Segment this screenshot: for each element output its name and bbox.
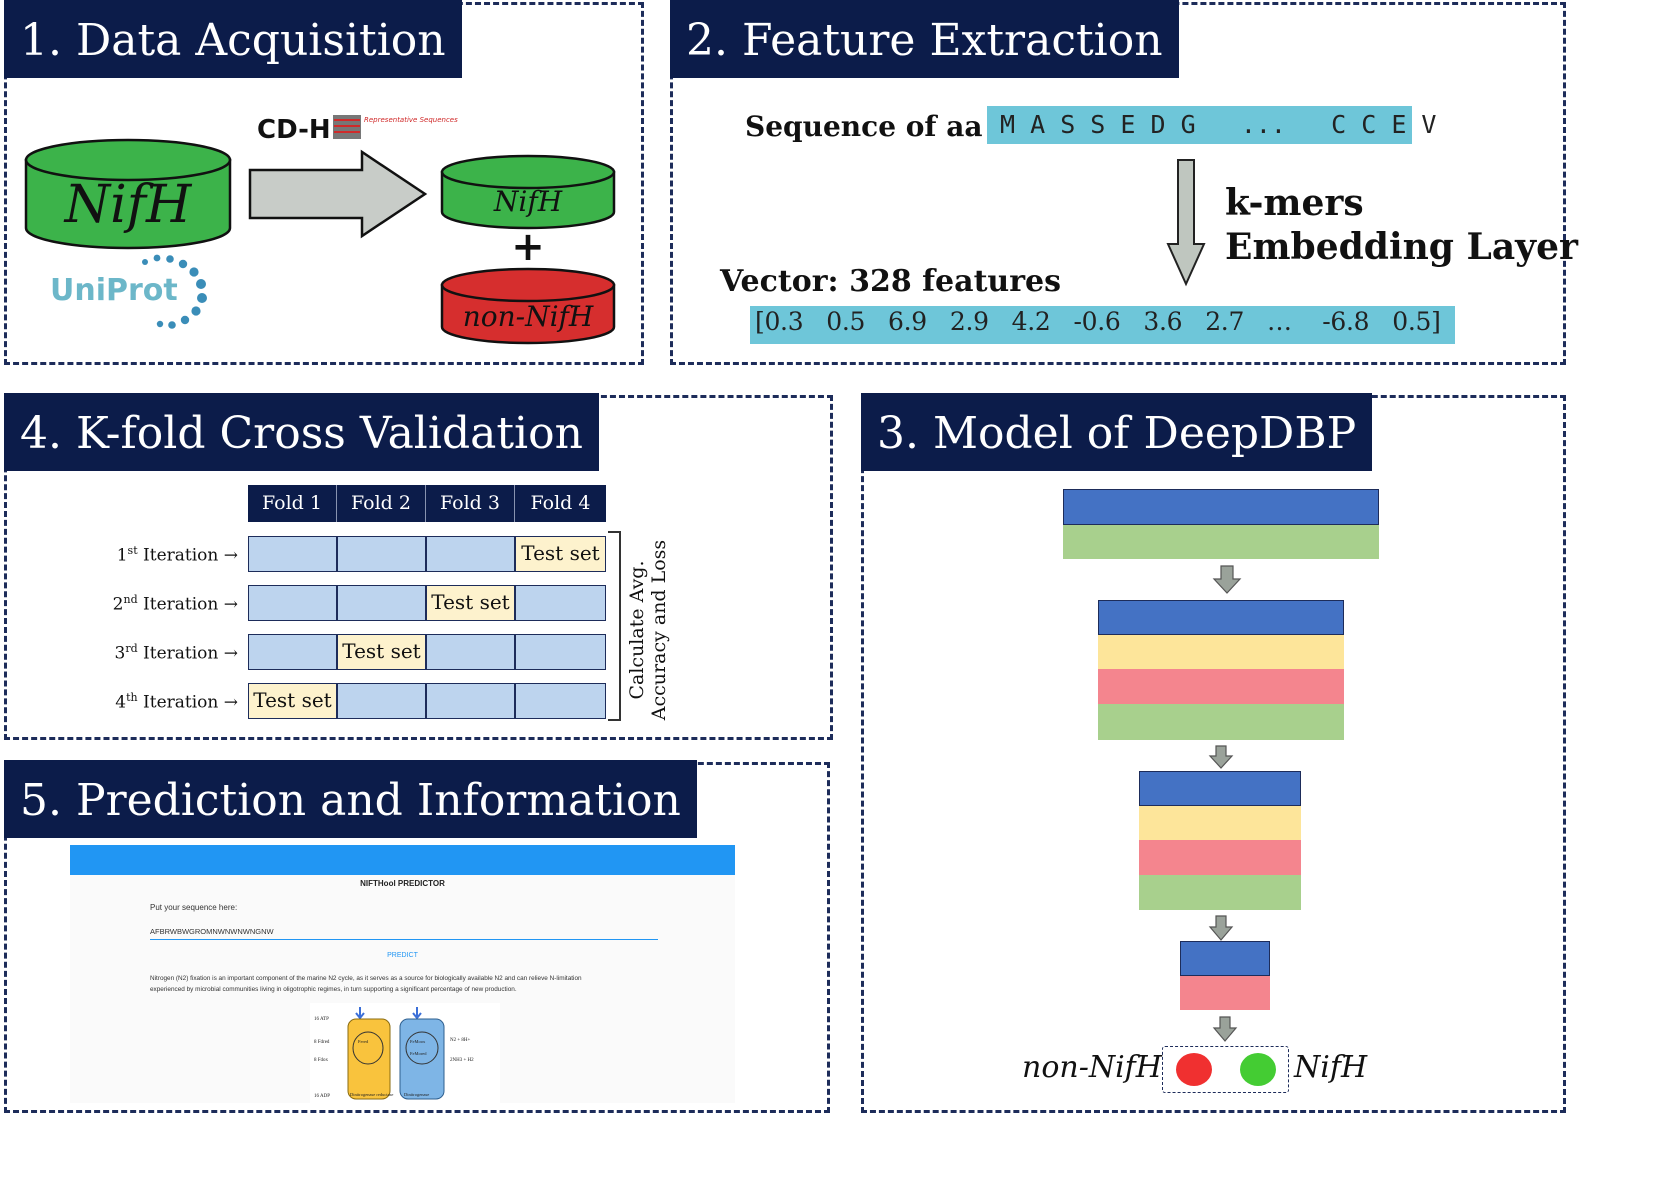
app-top-bar xyxy=(70,845,735,875)
panel-title-model: 3. Model of DeepDBP xyxy=(861,393,1373,471)
nifh-output-label: NifH xyxy=(493,185,563,218)
kfold-bracket xyxy=(608,531,621,721)
method-line-1: k-mers xyxy=(1225,182,1364,224)
test-set-cell: Test set xyxy=(515,536,606,572)
fig-mo-label: FeMoox xyxy=(410,1039,426,1044)
kfold-side-line-1: Calculate Avg. xyxy=(626,560,648,700)
model-output-box xyxy=(1162,1046,1289,1093)
plus-sign: + xyxy=(511,224,545,270)
model-layer-3-green xyxy=(1139,875,1301,910)
sequence-input[interactable]: AFBRWBWGROMNWNWNWNGNW xyxy=(150,927,658,940)
model-arrow-2 xyxy=(1208,745,1234,769)
fold-header-row: Fold 1 Fold 2 Fold 3 Fold 4 xyxy=(248,485,606,522)
fig-reductase-label: Dinitrogenase reductase xyxy=(350,1092,393,1097)
app-prompt: Put your sequence here: xyxy=(150,903,238,912)
model-output-neg-label: non-NifH xyxy=(1022,1050,1162,1085)
train-cell xyxy=(515,634,606,670)
cdhit-arrow xyxy=(248,149,428,239)
vector-label: Vector: 328 features xyxy=(720,264,1062,299)
train-cell xyxy=(248,634,337,670)
fold-header-2: Fold 2 xyxy=(337,485,426,522)
vector-value: [0.3 0.5 6.9 2.9 4.2 -0.6 3.6 2.7 … -6.8… xyxy=(755,307,1441,336)
model-layer-4-blue xyxy=(1180,941,1270,976)
data-acquisition-graphic: NifH UniProt CD-HIT Representative Seque… xyxy=(24,115,616,345)
method-line-2: Embedding Layer xyxy=(1225,226,1578,268)
model-layer-3-red xyxy=(1139,840,1301,875)
model-layer-2-yellow xyxy=(1098,635,1344,669)
uniprot-logo: UniProt xyxy=(50,254,207,329)
fig-mo-label-2: FeMored xyxy=(410,1051,427,1056)
fig-fd-ox: 8 Fdox xyxy=(314,1058,329,1063)
fig-fd-red: 8 Fdred xyxy=(314,1040,330,1045)
fold-header-3: Fold 3 xyxy=(426,485,515,522)
nitrogenase-figure: 16 ATP 8 Fdred 8 Fdox 16 ADP N2 + 8H+ 2N… xyxy=(310,1003,500,1103)
app-title: NIFTHool PREDICTOR xyxy=(360,879,445,888)
model-arrow-3 xyxy=(1208,915,1234,941)
sequence-value: M A S S E D G ... C C E V xyxy=(1000,110,1437,139)
train-cell xyxy=(248,536,337,572)
fig-fe-label: Fered xyxy=(358,1039,369,1044)
model-output-pos-dot xyxy=(1240,1053,1276,1086)
model-layer-2-red xyxy=(1098,669,1344,704)
model-layer-1-green xyxy=(1063,525,1379,559)
predictor-app-screenshot: NIFTHool PREDICTOR Put your sequence her… xyxy=(70,845,735,1103)
model-output-neg-dot xyxy=(1176,1053,1212,1086)
panel-title-prediction: 5. Prediction and Information xyxy=(4,760,697,838)
model-layer-2-blue xyxy=(1098,600,1344,635)
iteration-label-2: 2nd Iteration → xyxy=(112,593,238,615)
model-arrow-4 xyxy=(1212,1016,1238,1042)
model-arrow-1 xyxy=(1212,565,1242,594)
fig-dinitrogenase-label: Dinitrogenase xyxy=(404,1092,429,1097)
fig-adp-out: 16 ADP xyxy=(314,1094,330,1099)
model-layer-3-yellow xyxy=(1139,806,1301,840)
vector-box xyxy=(750,306,1455,344)
panel-title-feature-extraction: 2. Feature Extraction xyxy=(670,0,1179,78)
svg-text:UniProt: UniProt xyxy=(50,273,178,308)
panel-title-data-acquisition: 1. Data Acquisition xyxy=(4,0,462,78)
test-set-cell: Test set xyxy=(426,585,515,621)
model-layer-4-red xyxy=(1180,976,1270,1010)
fold-header-1: Fold 1 xyxy=(248,485,337,522)
test-set-cell: Test set xyxy=(248,683,337,719)
train-cell xyxy=(515,683,606,719)
train-cell xyxy=(515,585,606,621)
train-cell xyxy=(426,634,515,670)
sequence-label: Sequence of aa xyxy=(745,110,983,143)
app-description-line-2: experienced by microbial communities liv… xyxy=(150,986,517,993)
app-description-line-1: Nitrogen (N2) fixation is an important c… xyxy=(150,975,582,982)
train-cell xyxy=(426,536,515,572)
fold-header-4: Fold 4 xyxy=(530,492,591,514)
cdhit-logo-icon xyxy=(333,115,361,139)
train-cell xyxy=(426,683,515,719)
kfold-side-line-2: Accuracy and Loss xyxy=(648,539,670,721)
model-layer-3-blue xyxy=(1139,771,1301,806)
non-nifh-output-cylinder: non-NifH xyxy=(440,267,616,345)
kfold-side-label: Calculate Avg. Accuracy and Loss xyxy=(626,530,670,730)
test-set-cell: Test set xyxy=(337,634,426,670)
fig-n2-in: N2 + 8H+ xyxy=(450,1038,471,1043)
model-layer-2-green xyxy=(1098,704,1344,740)
train-cell xyxy=(337,683,426,719)
iteration-label-3: 3rd Iteration → xyxy=(114,642,238,664)
train-cell xyxy=(337,585,426,621)
model-layer-1-blue xyxy=(1063,489,1379,525)
sequence-box xyxy=(987,106,1412,144)
feature-down-arrow xyxy=(1166,159,1206,287)
nifh-output-cylinder: NifH xyxy=(440,154,616,230)
non-nifh-output-label: non-NifH xyxy=(463,300,594,333)
iteration-label-1: 1st Iteration → xyxy=(116,544,238,566)
model-output-pos-label: NifH xyxy=(1294,1050,1368,1085)
train-cell xyxy=(337,536,426,572)
predict-button[interactable]: PREDICT xyxy=(387,952,418,959)
fig-nh3-out: 2NH3 + H2 xyxy=(450,1058,474,1063)
nifh-db-label: NifH xyxy=(63,175,193,235)
fig-atp-in: 16 ATP xyxy=(314,1017,329,1022)
iteration-label-4: 4th Iteration → xyxy=(115,691,238,713)
panel-title-kfold: 4. K-fold Cross Validation xyxy=(4,393,599,471)
cdhit-caption: Representative Sequences xyxy=(364,116,458,124)
train-cell xyxy=(248,585,337,621)
nifh-database-cylinder: NifH xyxy=(24,138,232,250)
